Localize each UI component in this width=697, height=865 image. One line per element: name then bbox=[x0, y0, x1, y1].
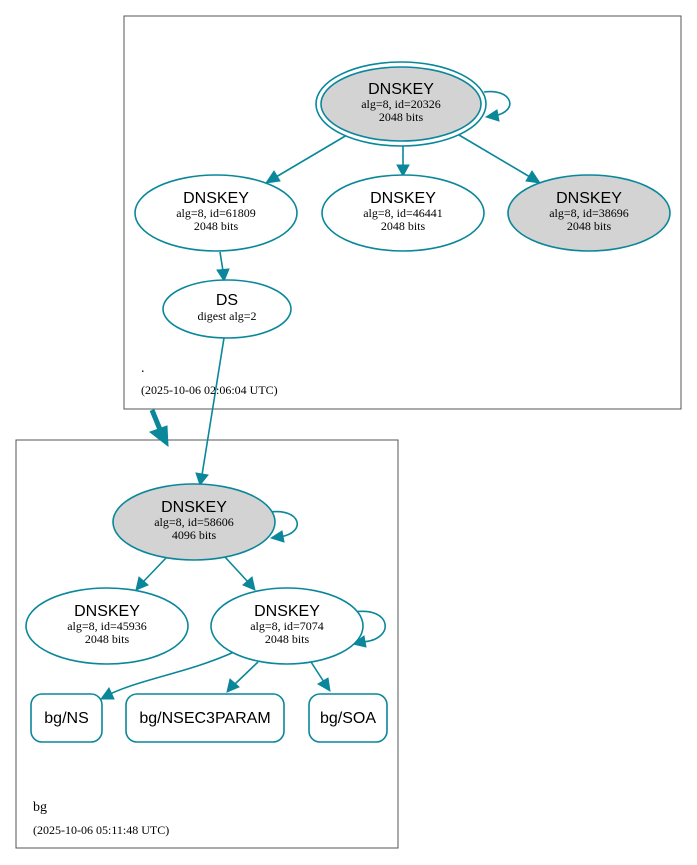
arrowhead bbox=[195, 472, 209, 487]
zone-name-root: . bbox=[141, 361, 145, 376]
node-title: DNSKEY bbox=[556, 190, 622, 207]
edge-7074-to-nsec3param bbox=[234, 661, 259, 685]
arrowhead bbox=[100, 687, 115, 700]
edge-61809-to-ds bbox=[219, 251, 224, 272]
node-dnskey-58606: DNSKEY alg=8, id=58606 4096 bits bbox=[112, 483, 276, 561]
node-title: DNSKEY bbox=[74, 603, 140, 620]
node-label: bg/SOA bbox=[320, 710, 376, 727]
node-dnskey-7074: DNSKEY alg=8, id=7074 2048 bits bbox=[210, 587, 364, 665]
arrowhead bbox=[226, 678, 240, 693]
node-title: DNSKEY bbox=[368, 81, 434, 98]
node-bits: 2048 bits bbox=[265, 632, 310, 646]
node-ds: DS digest alg=2 bbox=[162, 279, 292, 339]
node-label: bg/NS bbox=[44, 710, 88, 727]
zone-timestamp-bg: (2025-10-06 05:11:48 UTC) bbox=[33, 823, 169, 837]
arrowhead bbox=[525, 170, 542, 184]
node-detail: alg=8, id=61809 bbox=[176, 206, 256, 220]
arrowhead bbox=[216, 268, 230, 283]
node-bits: 2048 bits bbox=[379, 110, 424, 124]
edge-root-ksk-self-loop bbox=[483, 90, 511, 117]
arrowhead bbox=[396, 164, 410, 178]
zone-name-bg: bg bbox=[33, 800, 47, 815]
node-detail: alg=8, id=46441 bbox=[363, 206, 443, 220]
node-title: DNSKEY bbox=[161, 499, 227, 516]
edge-7074-to-ns bbox=[109, 651, 235, 695]
node-bits: 2048 bits bbox=[85, 632, 130, 646]
node-rrset-bg-soa: bg/SOA bbox=[308, 693, 388, 743]
node-detail: alg=8, id=45936 bbox=[67, 619, 147, 633]
zone-timestamp-root: (2025-10-06 02:06:04 UTC) bbox=[141, 383, 278, 397]
edge-58606-to-7074 bbox=[224, 556, 249, 583]
edge-7074-self-loop bbox=[353, 610, 386, 643]
arrowhead bbox=[317, 677, 331, 692]
node-detail: alg=8, id=58606 bbox=[154, 515, 234, 529]
arrowhead bbox=[269, 530, 285, 543]
edge-58606-to-45936 bbox=[142, 557, 167, 583]
edge-ds-to-58606 bbox=[201, 337, 225, 476]
arrowhead bbox=[264, 170, 281, 184]
edge-root-ksk-to-61809 bbox=[275, 134, 348, 178]
node-detail: alg=8, id=7074 bbox=[250, 619, 324, 633]
node-title: DNSKEY bbox=[370, 190, 436, 207]
node-detail: digest alg=2 bbox=[197, 309, 256, 323]
node-label: bg/NSEC3PARAM bbox=[139, 710, 270, 727]
node-title: DNSKEY bbox=[183, 190, 249, 207]
node-dnskey-20326: DNSKEY alg=8, id=20326 2048 bits bbox=[315, 61, 487, 147]
arrowhead bbox=[135, 576, 149, 591]
arrowhead bbox=[148, 425, 169, 448]
node-dnskey-61809: DNSKEY alg=8, id=61809 2048 bits bbox=[134, 174, 298, 252]
edge-7074-to-soa bbox=[310, 661, 325, 683]
edge-root-ksk-to-38696 bbox=[458, 134, 531, 178]
node-bits: 2048 bits bbox=[194, 219, 239, 233]
arrowhead bbox=[484, 109, 500, 122]
node-bits: 4096 bits bbox=[172, 528, 217, 542]
node-detail: alg=8, id=20326 bbox=[361, 97, 441, 111]
edge-bg-ksk-self-loop bbox=[269, 510, 299, 538]
node-rrset-bg-ns: bg/NS bbox=[30, 693, 103, 743]
node-detail: alg=8, id=38696 bbox=[549, 206, 629, 220]
node-title: DS bbox=[216, 292, 238, 309]
node-rrset-bg-nsec3param: bg/NSEC3PARAM bbox=[125, 693, 285, 743]
node-dnskey-38696: DNSKEY alg=8, id=38696 2048 bits bbox=[507, 174, 671, 252]
node-bits: 2048 bits bbox=[567, 219, 612, 233]
node-dnskey-46441: DNSKEY alg=8, id=46441 2048 bits bbox=[321, 174, 485, 252]
node-bits: 2048 bits bbox=[381, 219, 426, 233]
arrowhead bbox=[242, 576, 256, 591]
edges bbox=[100, 90, 542, 700]
node-title: DNSKEY bbox=[254, 603, 320, 620]
node-dnskey-45936: DNSKEY alg=8, id=45936 2048 bits bbox=[25, 587, 189, 665]
